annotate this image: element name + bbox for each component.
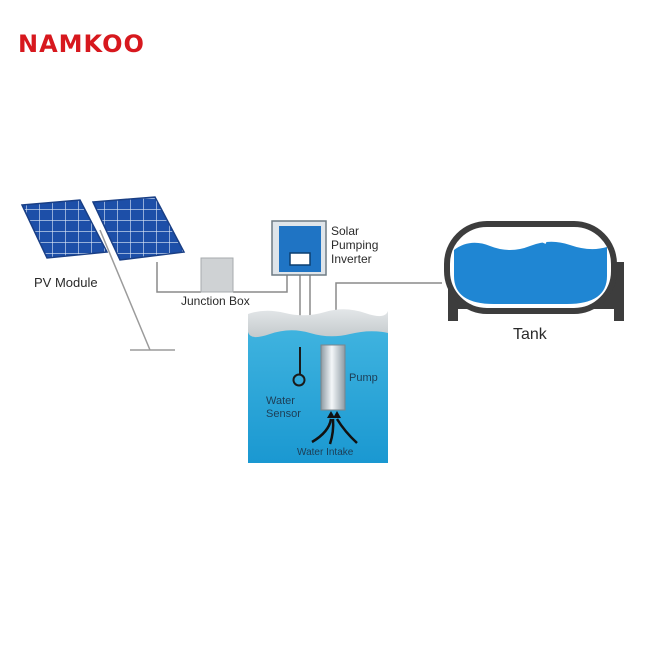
solar-pumping-inverter [271, 220, 327, 276]
junction-box-label: Junction Box [181, 294, 250, 308]
inverter-label-3: Inverter [331, 252, 372, 266]
water-sensor [292, 347, 306, 387]
water-sensor-label-2: Sensor [266, 408, 301, 420]
water-intake-label: Water Intake [297, 447, 354, 458]
inverter-label-2: Pumping [331, 238, 378, 252]
brand-logo: NAMKOO [18, 30, 145, 58]
junction-box [200, 257, 234, 293]
water-sensor-label-1: Water [266, 395, 295, 407]
inverter-label-1: Solar [331, 224, 359, 238]
pv-panel-right [91, 196, 186, 261]
pv-mount [99, 229, 175, 351]
pump [320, 344, 346, 411]
tank [444, 221, 624, 321]
pv-panel-left [20, 199, 109, 259]
well [248, 309, 388, 463]
pv-module-label: PV Module [34, 275, 98, 290]
tank-label: Tank [513, 326, 548, 343]
water-intake-arrows [311, 411, 358, 445]
pump-label: Pump [349, 372, 378, 384]
